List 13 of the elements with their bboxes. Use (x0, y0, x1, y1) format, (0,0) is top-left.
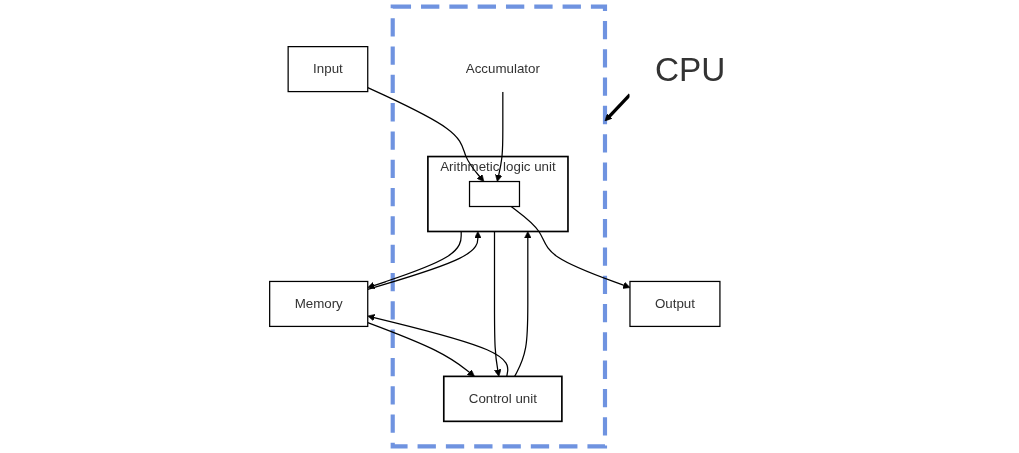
arrow (510, 205, 630, 289)
node-text: CPU (654, 50, 725, 88)
node-box: Output (628, 280, 721, 328)
node-text: Accumulator (465, 61, 540, 76)
arrow (493, 230, 501, 377)
node-box (468, 180, 520, 208)
cluster (390, 4, 607, 449)
arrow (494, 90, 503, 182)
node-box: Control unit (442, 375, 563, 423)
arrow (604, 93, 631, 122)
node-box: Input (287, 46, 368, 93)
node-box: Memory (268, 280, 368, 328)
arrow (513, 231, 531, 377)
